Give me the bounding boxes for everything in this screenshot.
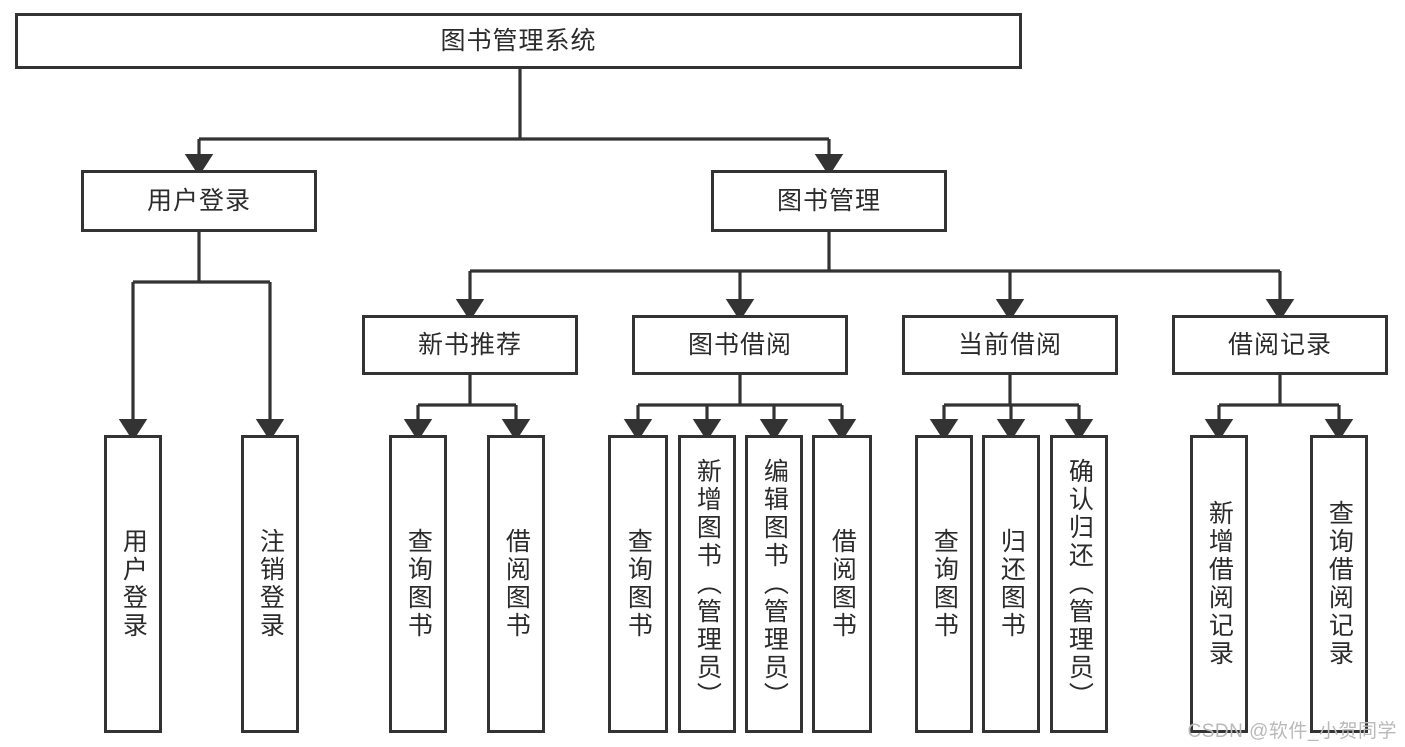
leaf-query-book-newbook[interactable]: 查询图书 — [389, 435, 447, 733]
leaf-add-borrow-record[interactable]: 新增借阅记录 — [1190, 435, 1248, 733]
node-book-borrow[interactable]: 图书借阅 — [632, 315, 848, 375]
leaf-query-borrow-record[interactable]: 查询借阅记录 — [1310, 435, 1368, 733]
node-user-login[interactable]: 用户登录 — [81, 170, 317, 232]
leaf-user-login[interactable]: 用户登录 — [104, 435, 162, 733]
leaf-return-book[interactable]: 归还图书 — [982, 435, 1040, 733]
node-book-management[interactable]: 图书管理 — [711, 170, 947, 232]
csdn-watermark: CSDN @软件_小贺同学 — [1187, 721, 1397, 742]
leaf-borrow-book-newbook[interactable]: 借阅图书 — [487, 435, 545, 733]
node-borrow-records[interactable]: 借阅记录 — [1172, 315, 1388, 375]
node-new-book-recommend[interactable]: 新书推荐 — [362, 315, 578, 375]
node-current-borrow[interactable]: 当前借阅 — [902, 315, 1118, 375]
node-root-system[interactable]: 图书管理系统 — [15, 13, 1022, 69]
leaf-query-book-borrow[interactable]: 查询图书 — [608, 435, 668, 733]
leaf-logout[interactable]: 注销登录 — [241, 435, 299, 733]
leaf-confirm-return-admin[interactable]: 确认归还（管理员） — [1050, 435, 1108, 733]
leaf-borrow-book[interactable]: 借阅图书 — [812, 435, 872, 733]
leaf-add-book-admin[interactable]: 新增图书（管理员） — [678, 435, 736, 733]
leaf-edit-book-admin[interactable]: 编辑图书（管理员） — [745, 435, 803, 733]
leaf-query-book-current[interactable]: 查询图书 — [915, 435, 973, 733]
